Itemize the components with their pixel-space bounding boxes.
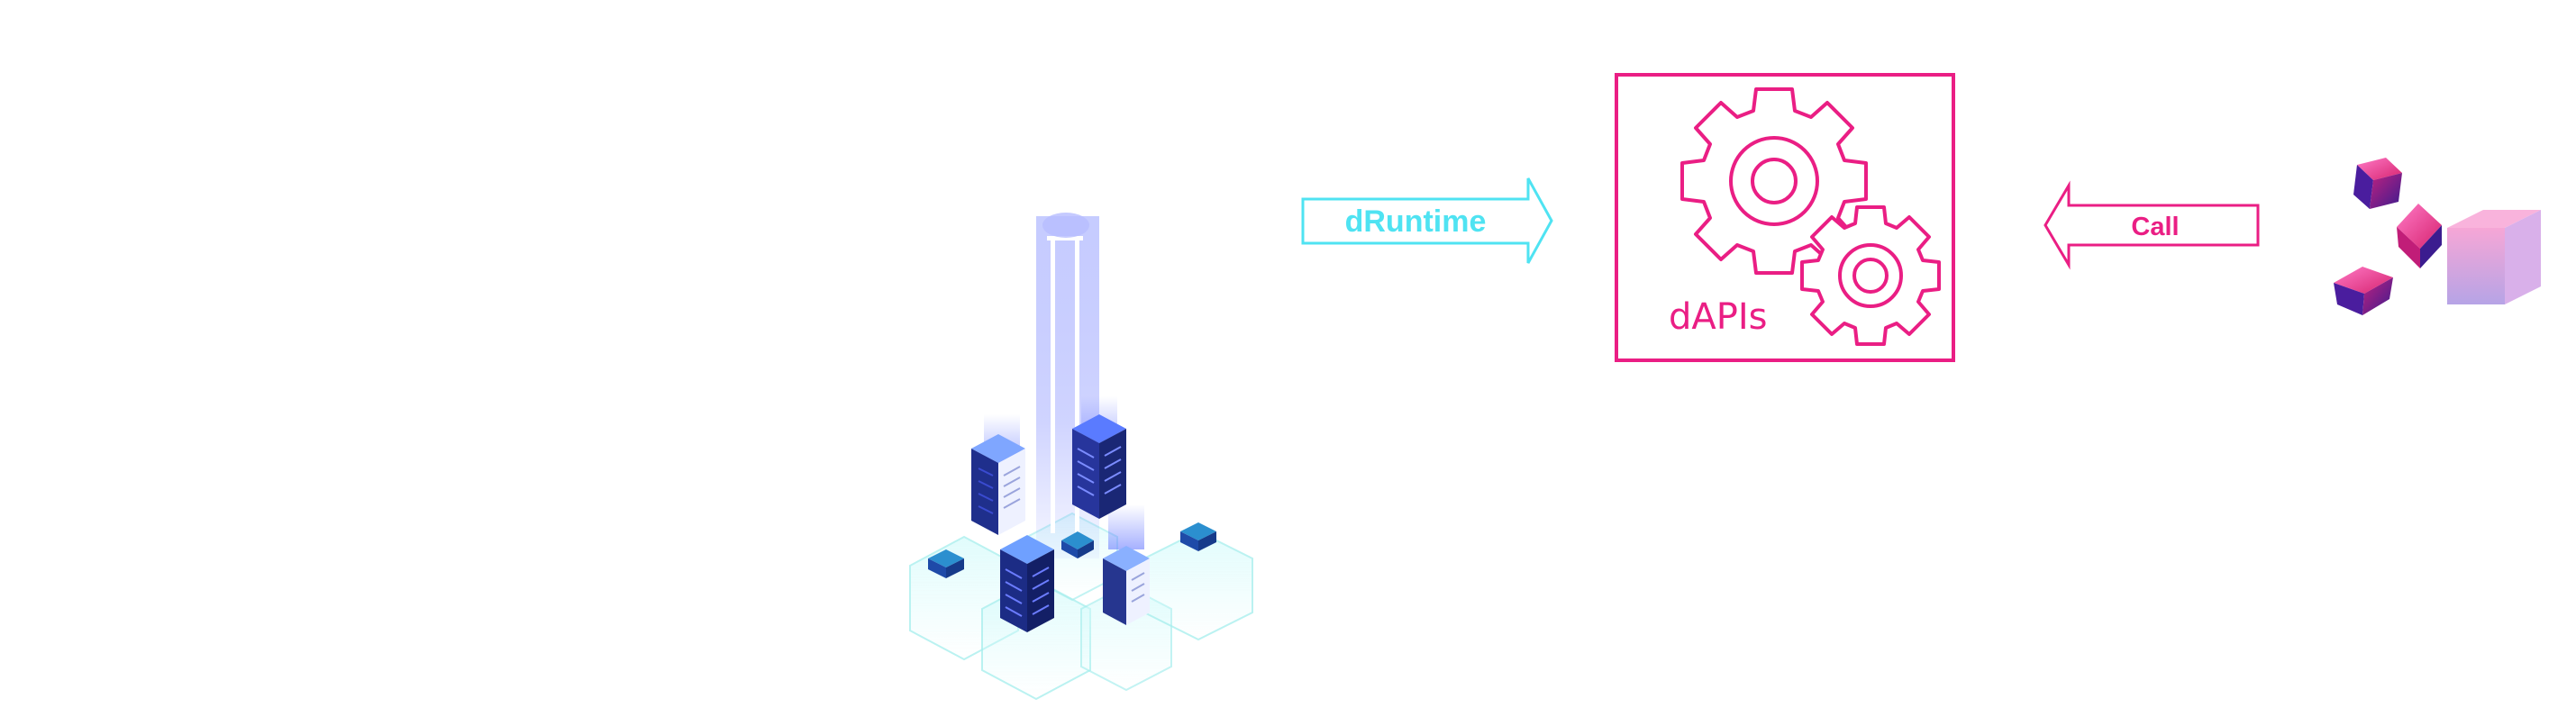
small-node: [1061, 531, 1094, 558]
small-node: [928, 549, 964, 578]
small-node: [1180, 522, 1216, 551]
server-glow: [1108, 504, 1144, 549]
right-arrow-icon: [1301, 177, 1553, 264]
small-cube: [2353, 158, 2402, 209]
server-rack: [1072, 414, 1126, 519]
small-cube: [2334, 267, 2393, 315]
beam-line: [1075, 236, 1079, 533]
beam-top: [1047, 236, 1083, 240]
dapis-label: dAPIs: [1669, 296, 1768, 338]
large-gear: [1680, 87, 1868, 275]
beam-halo: [1042, 213, 1089, 238]
server-rack: [1103, 546, 1150, 625]
left-arrow-icon: [2044, 180, 2260, 270]
call-label: Call: [2131, 213, 2179, 241]
dapis-box: dAPIs: [1615, 73, 1955, 362]
server-rack: [1000, 535, 1054, 632]
dapis-box-border: [1615, 73, 1955, 362]
server-rack: [971, 434, 1025, 535]
gears-icon: [1680, 87, 1941, 346]
beam-line: [1051, 236, 1055, 533]
large-cube: [2447, 210, 2541, 304]
call-arrow: Call: [2044, 180, 2260, 270]
cubes-icon: [2334, 158, 2541, 315]
druntime-label: dRuntime: [1345, 204, 1487, 239]
small-cube: [2397, 204, 2442, 268]
server-cluster-icon: [909, 213, 1253, 701]
druntime-arrow: dRuntime: [1301, 177, 1553, 264]
